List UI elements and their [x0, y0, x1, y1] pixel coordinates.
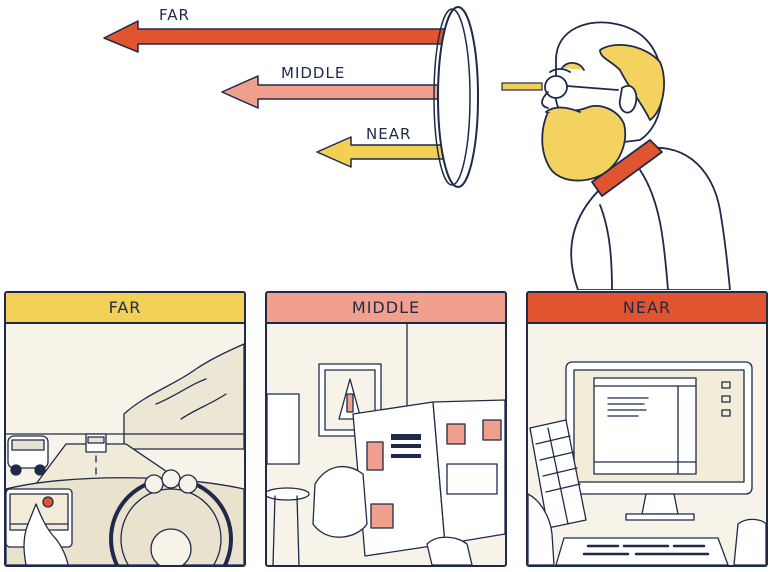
- far-panel: FAR: [4, 291, 246, 567]
- near-label: NEAR: [366, 125, 412, 143]
- far-scene: [6, 324, 244, 565]
- reading-scene: [267, 324, 505, 565]
- window: [267, 393, 300, 465]
- lens: [433, 6, 479, 188]
- far-arrow: [103, 20, 463, 53]
- computer-scene: [528, 361, 766, 565]
- magazine: [352, 399, 505, 557]
- top-diagram: [103, 6, 731, 290]
- other-hand: [733, 518, 766, 565]
- near-panel-title: NEAR: [528, 293, 766, 324]
- side-table: [267, 487, 310, 565]
- truck: [85, 433, 107, 453]
- middle-panel: MIDDLE: [265, 291, 507, 567]
- keyboard: [555, 537, 729, 565]
- phone: [529, 419, 587, 529]
- right-hand: [426, 536, 473, 565]
- far-panel-title: FAR: [6, 293, 244, 324]
- driving-scene: [6, 343, 244, 565]
- far-label: FAR: [159, 6, 190, 24]
- monitor: [565, 361, 753, 521]
- near-scene: [528, 324, 766, 565]
- middle-panel-title: MIDDLE: [267, 293, 505, 324]
- hand: [528, 493, 555, 565]
- near-panel: NEAR: [526, 291, 768, 567]
- hills: [123, 343, 244, 450]
- hand: [23, 503, 69, 565]
- left-hand: [312, 465, 368, 538]
- middle-scene: [267, 324, 505, 565]
- person: [541, 21, 731, 290]
- car: [7, 435, 49, 476]
- steering-wheel: [109, 469, 233, 565]
- middle-label: MIDDLE: [281, 64, 346, 82]
- sight-line: [501, 82, 543, 91]
